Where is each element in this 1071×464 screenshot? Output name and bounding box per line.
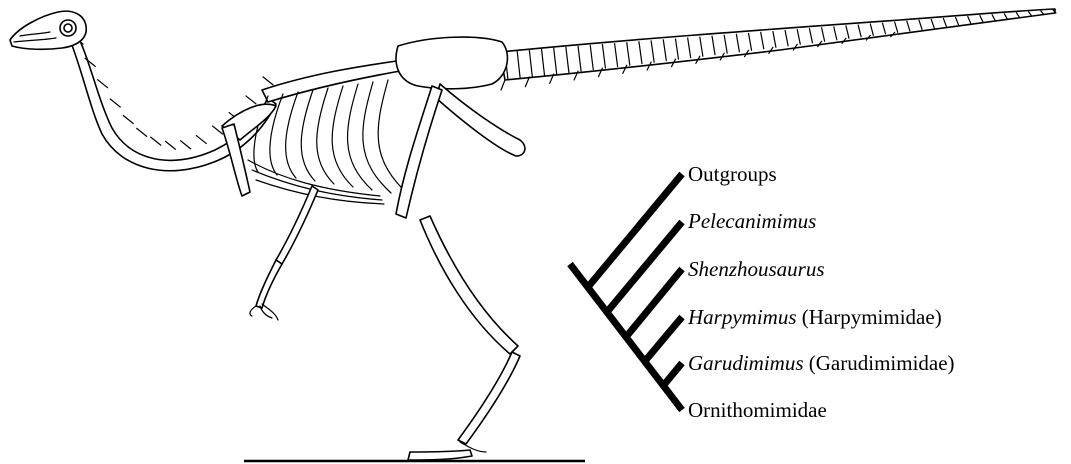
branch-harpymimus [645,317,682,361]
taxon-family: (Garudimimidae) [809,351,955,375]
neck-vertebra [123,116,133,124]
branch-pelecanimimus [607,222,682,312]
taxon-name: Outgroups [688,162,777,186]
ornithomimosaur-skeleton-icon [10,9,1056,461]
rib [332,86,353,187]
rib [286,92,298,178]
taxon-label-garudimimus: Garudimimus (Garudimimidae) [688,351,955,375]
neck-vertebra [246,96,256,104]
rib [317,88,334,184]
neck-vertebra [196,136,206,144]
neck-vertebra [110,99,120,107]
neck-vertebra [151,137,161,145]
neck-vertebra [181,141,191,149]
branch-garudimimus [663,363,682,386]
rib [363,82,391,193]
rib [301,90,315,181]
taxon-label-ornithomimidae: Ornithomimidae [688,398,827,422]
taxon-family: (Harpymimidae) [802,305,942,329]
cladogram-tree [570,174,682,410]
neck-vertebra [213,126,223,134]
taxon-label-shenzhousaurus: Shenzhousaurus [688,257,825,281]
taxon-label-harpymimus: Harpymimus (Harpymimidae) [688,305,942,329]
taxon-name: Shenzhousaurus [688,257,825,281]
taxon-name: Ornithomimidae [688,398,827,422]
neck-vertebra [263,77,273,85]
taxon-name: Pelecanimimus [688,209,816,233]
taxon-label-outgroups: Outgroups [688,162,777,186]
chevron [501,80,505,90]
neck-vertebra [137,128,147,136]
taxon-name: Garudimimus [688,351,804,375]
neck-vertebra [165,141,175,149]
taxon-label-pelecanimimus: Pelecanimimus [688,209,816,233]
branch-outgroups [588,174,682,287]
neck-vertebra [98,80,108,88]
taxon-name: Harpymimus [688,305,797,329]
